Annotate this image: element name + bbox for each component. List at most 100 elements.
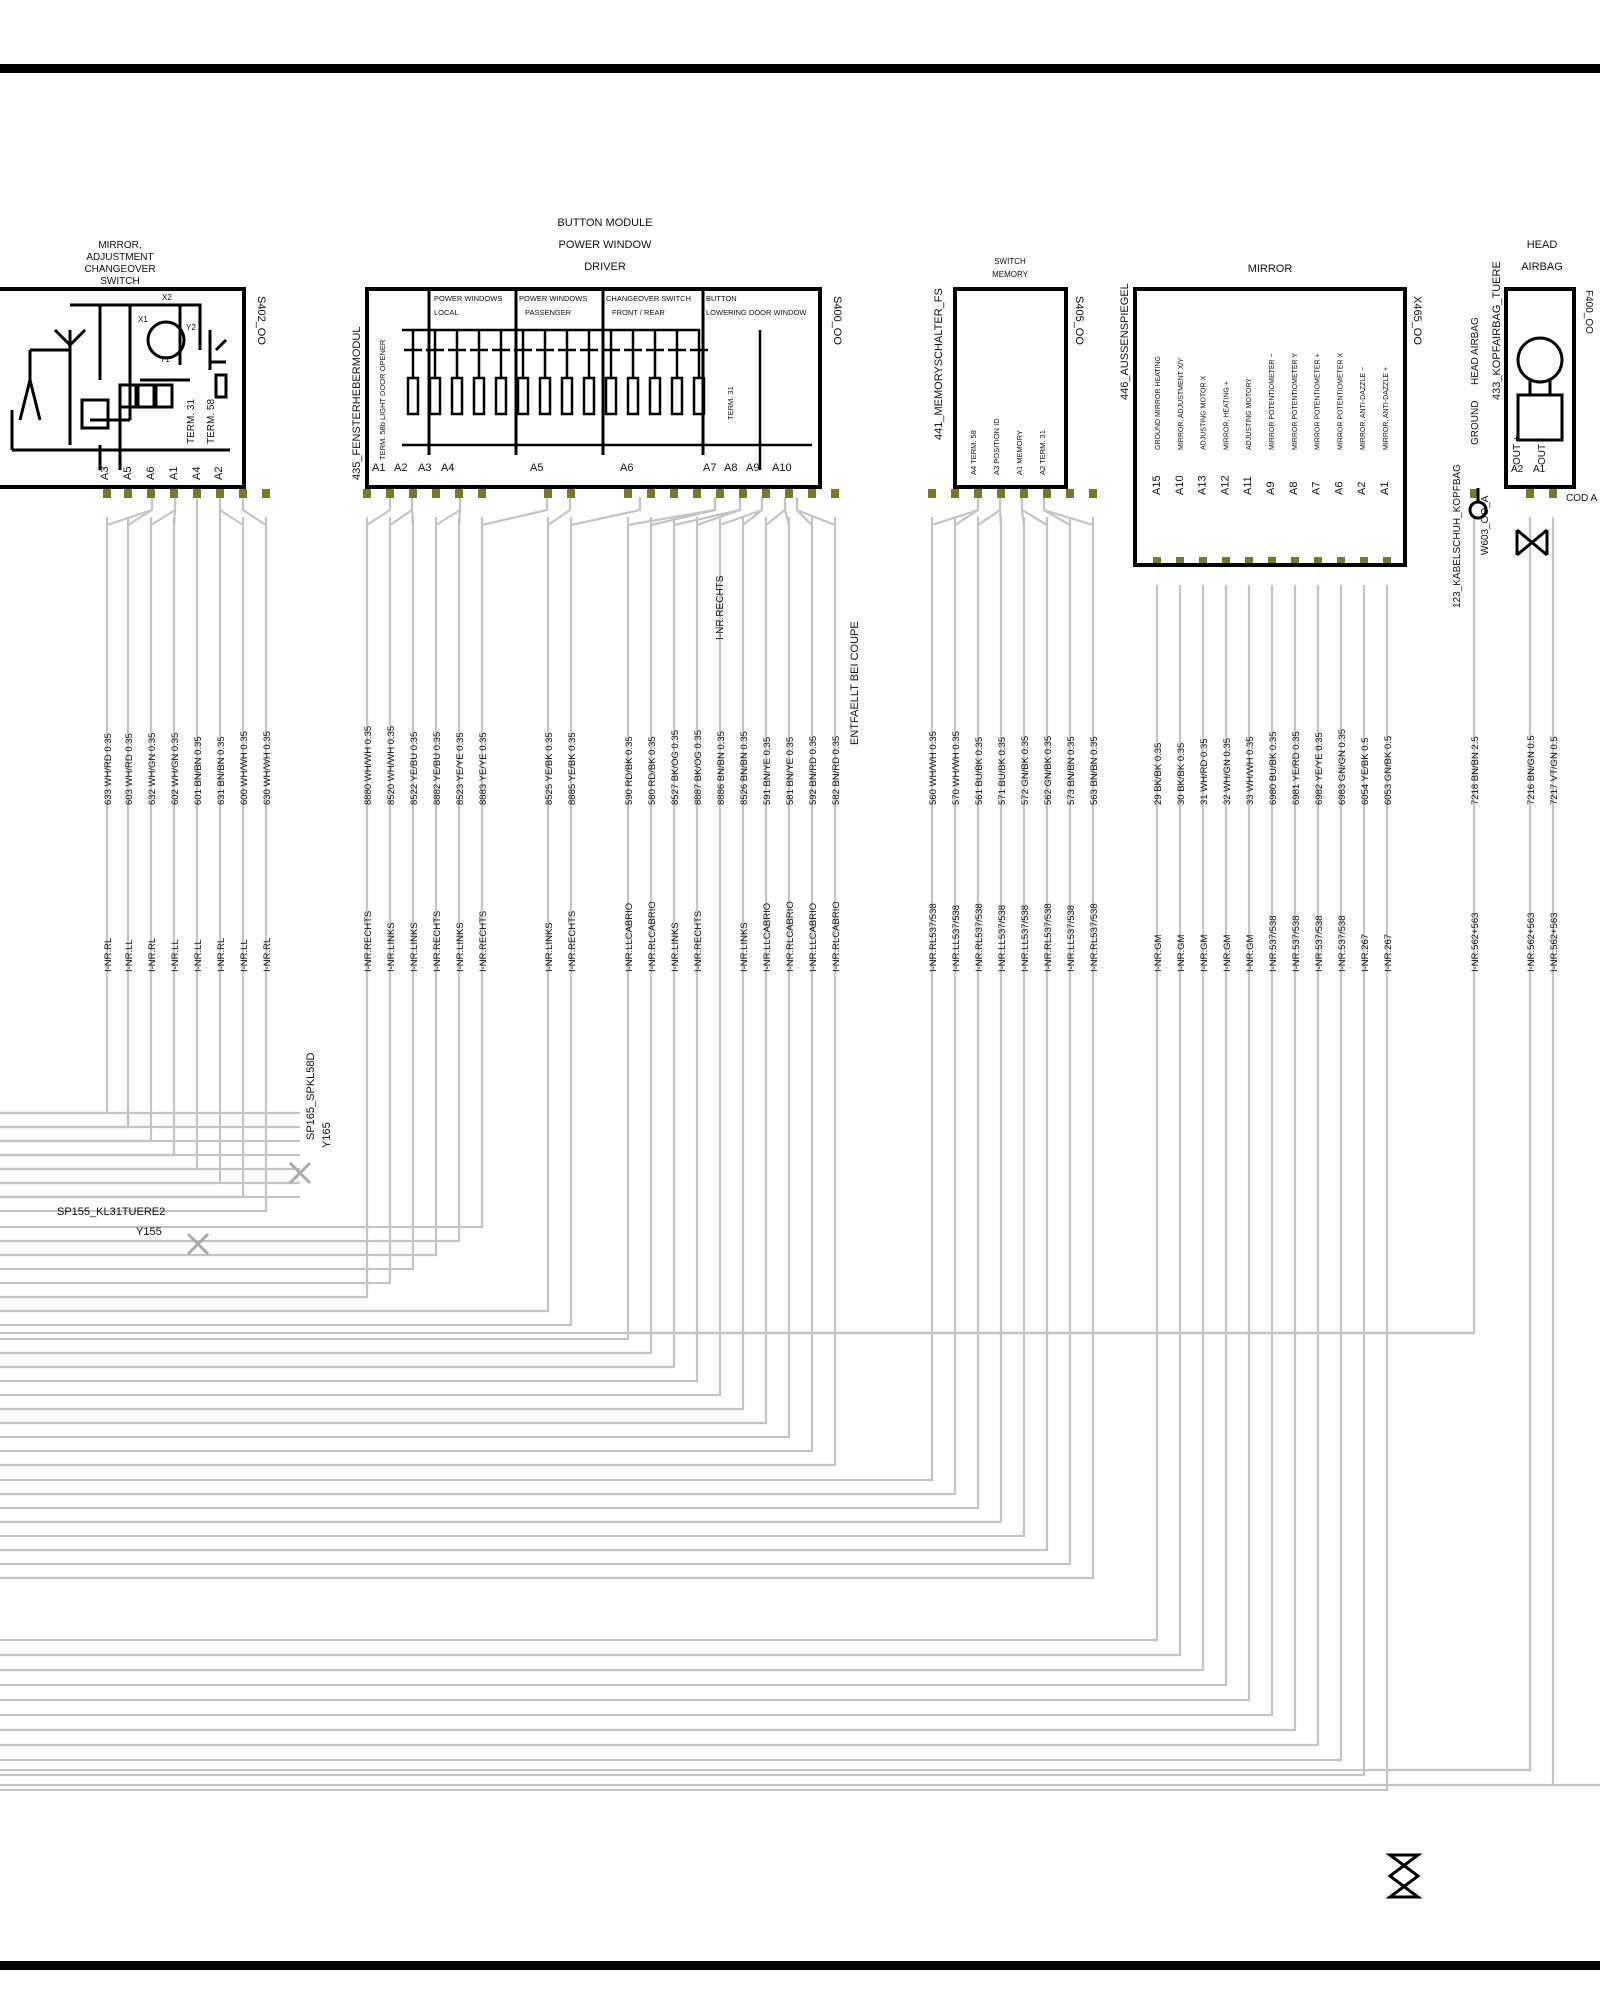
wire-nr-label: I-NR.RL [216,938,227,972]
s400-section-2-line-1: POWER WINDOWS [519,294,587,303]
wire-run [0,517,573,1327]
w603-code: W603_OO_A [1480,495,1491,555]
pin-marker [193,489,201,498]
wire-nr-label: I-NR.RECHTS [478,911,489,972]
x465-pin-function: MIRROR, ANTI-DAZZLE + [1383,367,1390,450]
wire-run [0,585,1205,1672]
s402-pin-label: A3 [99,467,111,480]
wire-nr-label: I-NR.LINKS [409,922,420,972]
wire-routing [0,497,1600,1792]
pin-marker [739,489,747,498]
pin-marker [1176,557,1184,566]
switch-contact [646,330,664,378]
wire-id-label: 8883 YE/YE 0.35 [478,732,489,805]
switch-contact [668,330,686,378]
connector-f400[interactable]: HEAD AIRBAG 433_KOPFAIRBAG_TUERE F400_OO… [1470,239,1597,557]
pin-marker [762,489,770,498]
wire-nr-label: I-NR.RLCABRIO [831,901,842,972]
connector-w603[interactable]: 123_KABELSCHUH_KOPFBAG W603_OO_A [1452,464,1491,608]
pin-markers [103,489,1557,566]
x465-pin: A9 [1265,482,1277,495]
wire-nr-label: I-NR.RL [147,938,158,972]
x465-pin: A10 [1174,475,1186,495]
s405-row-4: A2 TERM. 31 [1038,430,1047,475]
wire-id-label: 8886 BN/BN 0.35 [716,731,727,805]
wire-id-label: 7216 BN/GN 0.5 [1526,735,1537,805]
wire-id-label: 6983 GN/GN 0.35 [1337,729,1348,805]
wire-nr-label: I-NR.LL [193,939,204,972]
wire-nr-label: I-NR.RLCABRIO [647,901,658,972]
wire-nr-label: I-NR.GM [1245,934,1256,972]
s400-switch-schematic [402,328,812,470]
f400-head-airbag-label: HEAD AIRBAG [1470,317,1481,385]
wire-nr-label: I-NR.RECHTS [432,911,443,972]
wire-nr-label: I-NR.RL [262,938,273,972]
s405-title-line-2: MEMORY [992,270,1029,279]
s405-row-3: A1 MEMORY [1015,430,1024,475]
s402-title-line-1: MIRROR, [98,240,141,251]
wire-nr-label: I-NR.LLCABRIO [762,903,773,972]
splice-sp155-icon [186,1232,210,1256]
wire-nr-label: I-NR.RL [103,938,114,972]
s405-box [953,287,1068,489]
s400-title-line-2: POWER WINDOW [559,239,652,251]
s402-pin-label: A1 [168,467,180,480]
s400-section-2-line-2: PASSENGER [525,308,572,317]
connector-s400[interactable]: BUTTON MODULE POWER WINDOW DRIVER 435_FE… [351,217,843,489]
switch-contact [470,330,488,378]
wire-id-label: 630 WH/WH 0.35 [262,731,273,805]
wire-id-label: 562 GN/BK 0.35 [1043,736,1054,805]
wire-run [0,585,1320,1747]
wire-id-label: 7217 VT/GN 0.5 [1549,736,1560,805]
wire-id-label: 581 BN/YE 0.35 [785,737,796,805]
wire-fan [650,497,717,527]
x465-pin: A7 [1311,482,1323,495]
pin-marker [624,489,632,498]
pin-marker [147,489,155,498]
wire-nr-label: I-NR.LINKS [544,922,555,972]
wire-run [0,585,1366,1777]
s402-box [0,287,246,489]
wire-id-label: 8527 BK/OG 0.35 [670,730,681,805]
wire-run [0,517,1072,1566]
splice-sp165-icon [288,1161,312,1185]
x465-pin: A1 [1379,482,1391,495]
pin-marker [103,489,111,498]
wire-run [0,517,791,1439]
wire-id-label: 6054 YE/BK 0.5 [1360,738,1371,805]
wire-fan [742,497,764,526]
connector-x465[interactable]: MIRROR 446_AUSSENSPIEGEL X465_OO A15GROU… [1119,263,1423,567]
s402-code: S402_OO [255,296,267,345]
wire-run [0,517,438,1257]
wire-fan [570,497,642,527]
pin-marker [1314,557,1322,566]
pin-marker [455,489,463,498]
connector-s402[interactable]: MIRROR, ADJUSTMENT CHANGEOVER SWITCH S40… [0,240,267,489]
connector-plug-icon [1515,528,1549,557]
pin-marker [974,489,982,498]
wire-nr-label: I-NR.RL537/538 [1089,903,1100,972]
wire-id-label: 563 BN/BN 0.35 [1089,736,1100,805]
x465-pin: A6 [1333,482,1345,495]
pin-marker [170,489,178,498]
f400-code: F400_OO [1583,290,1594,334]
wire-run [0,517,1049,1552]
wire-nr-label: I-NR.562+563 [1549,913,1560,972]
pin-marker [262,489,270,498]
s400-term31-label: TERM. 31 [726,386,735,420]
wire-run [0,517,745,1411]
pin-marker [997,489,1005,498]
connector-s405[interactable]: SWITCH MEMORY 441_MEMORYSCHALTER_FS S405… [933,257,1085,489]
wire-id-label: 592 BN/RD 0.35 [808,736,819,805]
wire-id-label: 8525 YE/BK 0.35 [544,732,555,805]
pin-marker [831,489,839,498]
s405-side-label: 441_MEMORYSCHALTER_FS [933,288,945,440]
x465-pin: A12 [1219,475,1231,495]
pin-marker [951,489,959,498]
f400-cod-label: COD A [1566,493,1597,504]
wire-run [0,517,1095,1580]
f400-side-label: 433_KOPFAIRBAG_TUERE [1491,261,1503,400]
wire-fan [795,497,836,527]
s400-pin-label: A5 [530,462,543,474]
